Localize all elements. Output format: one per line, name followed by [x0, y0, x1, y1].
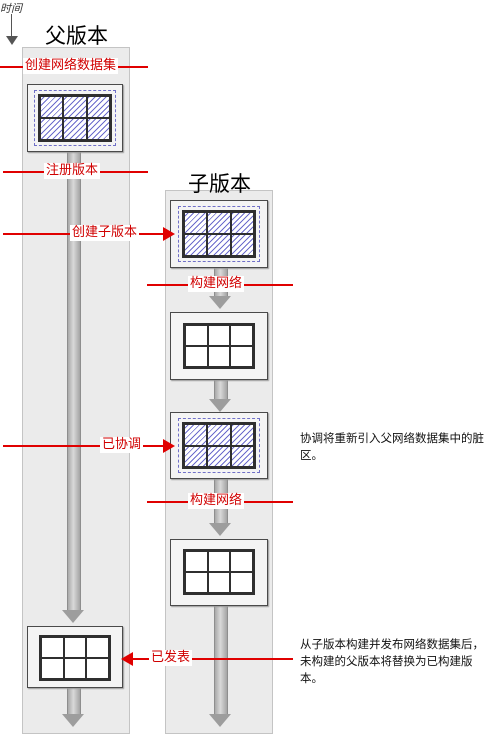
parent-timeline-shaft — [67, 150, 81, 612]
parent-dataset-dirty — [27, 84, 123, 152]
child-dataset-dirty-1 — [170, 200, 268, 268]
reconciled-line — [3, 445, 167, 447]
posted-arrowhead — [121, 652, 133, 666]
posted-line — [130, 658, 293, 660]
child-timeline-arrowhead-2 — [209, 399, 231, 412]
parent-timeline-arrowhead — [62, 610, 84, 623]
reconcile-note: 协调将重新引入父网络数据集中的脏区。 — [300, 431, 484, 462]
child-timeline-shaft-2 — [214, 378, 228, 400]
child-timeline-shaft-4 — [214, 604, 228, 716]
parent-timeline-shaft-end — [67, 686, 81, 716]
build-network-label-1: 构建网络 — [188, 276, 245, 292]
create-child-label: 创建子版本 — [70, 225, 140, 241]
child-timeline-arrowhead-4 — [209, 714, 231, 727]
reconciled-arrowhead — [163, 439, 175, 453]
child-dataset-built-1 — [170, 312, 268, 380]
network-grid-clean-icon — [183, 549, 255, 595]
network-grid-dirty-icon — [178, 418, 260, 473]
parent-version-title: 父版本 — [45, 24, 108, 48]
create-dataset-label: 创建网络数据集 — [23, 58, 119, 74]
child-version-title: 子版本 — [188, 172, 251, 196]
network-grid-dirty-icon — [178, 206, 260, 262]
posted-label: 已发表 — [149, 650, 193, 666]
create-child-arrowhead — [163, 227, 175, 241]
network-grid-dirty-icon — [34, 90, 116, 146]
build-network-label-2: 构建网络 — [188, 493, 245, 509]
register-version-label: 注册版本 — [44, 163, 101, 179]
network-grid-clean-icon — [39, 635, 111, 681]
parent-timeline-arrowhead-end — [62, 714, 84, 727]
parent-dataset-built — [27, 626, 123, 688]
child-dataset-built-2 — [170, 539, 268, 606]
child-timeline-arrowhead-1 — [209, 296, 231, 309]
reconciled-label: 已协调 — [100, 437, 144, 453]
child-timeline-arrowhead-3 — [209, 523, 231, 536]
post-note: 从子版本构建并发布网络数据集后，未构建的父版本将替换为已构建版本。 — [300, 637, 484, 685]
time-axis-arrow — [11, 14, 12, 38]
child-dataset-dirty-2 — [170, 412, 268, 479]
time-axis-arrowhead — [6, 36, 18, 45]
time-label: 时间 — [0, 2, 22, 15]
network-grid-clean-icon — [183, 323, 255, 369]
